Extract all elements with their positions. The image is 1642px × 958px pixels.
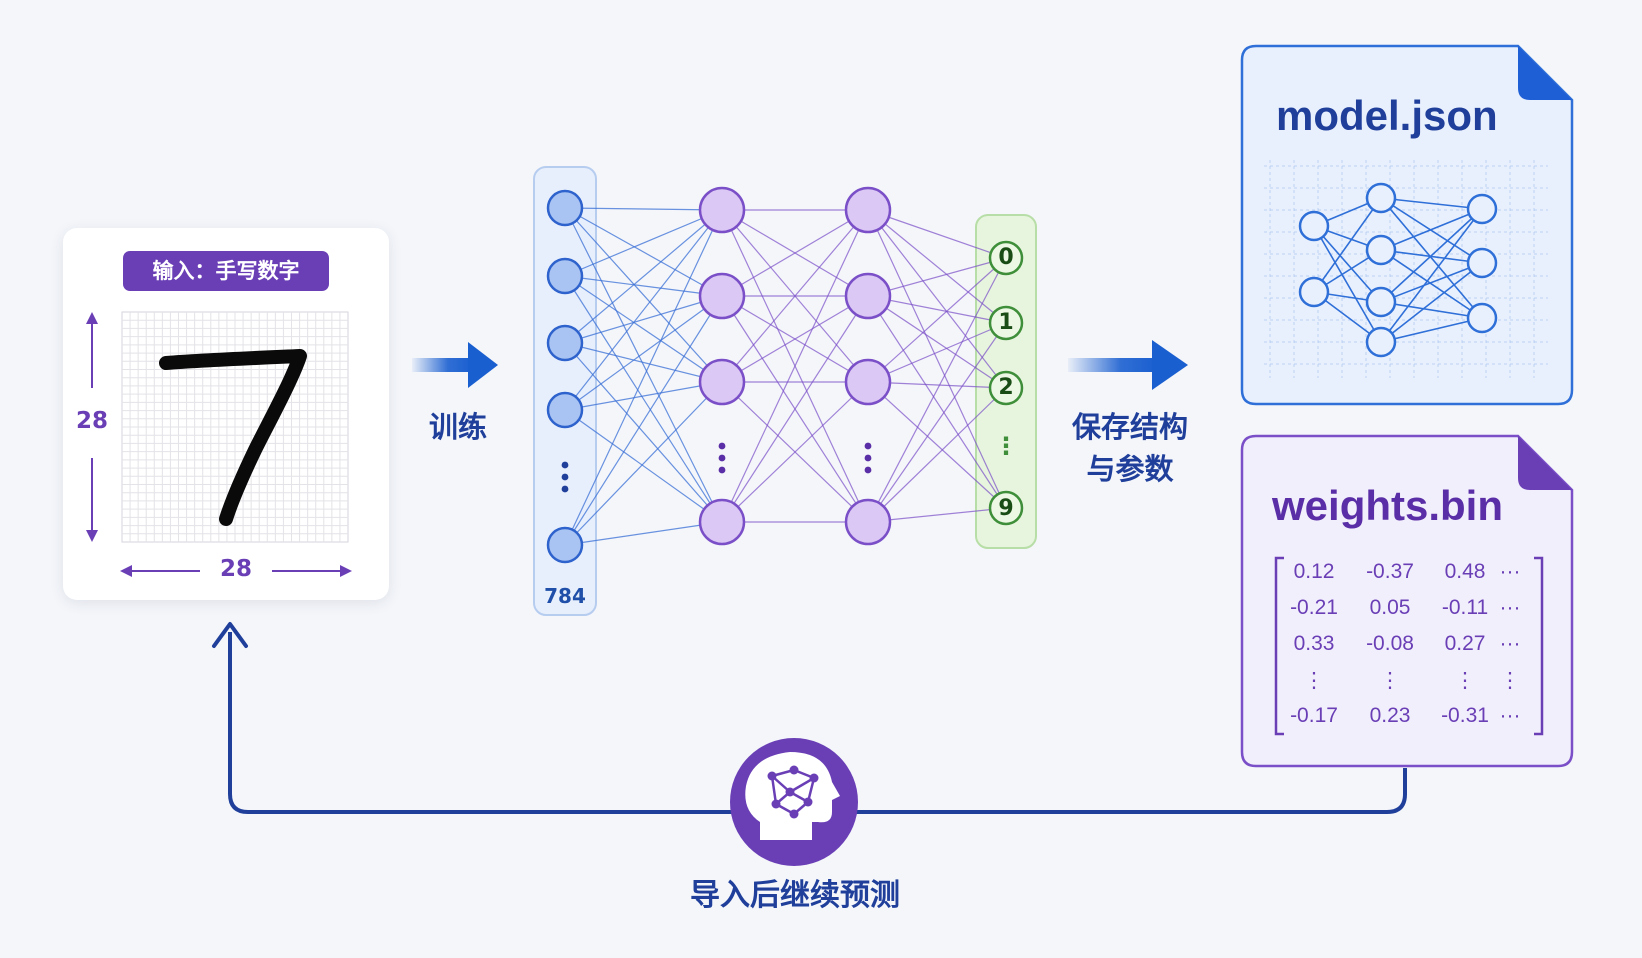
height-dimension: [86, 312, 98, 542]
matrix-cell: 0.33: [1293, 632, 1335, 655]
train-label: 训练: [428, 410, 487, 444]
train-arrow: [412, 342, 498, 388]
save-label-line1: 保存结构: [1071, 410, 1188, 444]
input-badge: 输入：手写数字: [123, 251, 329, 291]
network-connections: [564, 207, 1007, 546]
output-label-9: 9: [998, 496, 1014, 521]
output-label-1: 1: [998, 310, 1014, 335]
network-diagram-icon: [1298, 182, 1498, 358]
matrix-cell: ···: [1499, 632, 1521, 655]
matrix-cell: 0.27: [1444, 632, 1486, 655]
matrix-cell: ···: [1499, 596, 1521, 619]
weights-bin-label: weights.bin: [1272, 482, 1503, 529]
matrix-cell: ⋮: [1454, 669, 1476, 692]
matrix-cell: 0.05: [1369, 596, 1411, 619]
matrix-cell: 0.23: [1369, 704, 1411, 727]
input-size-label: 784: [544, 584, 586, 608]
matrix-cell: ···: [1499, 560, 1521, 583]
output-label-ellipsis: ⋮: [994, 432, 1018, 460]
weights-bin-file: [1240, 434, 1574, 768]
grid-height-label: 28: [75, 408, 108, 434]
save-arrow: [1068, 340, 1188, 390]
grid-width-label: 28: [219, 556, 252, 582]
output-label-2: 2: [998, 375, 1014, 400]
matrix-cell: -0.31: [1441, 704, 1489, 727]
matrix-cell: 0.48: [1444, 560, 1486, 583]
matrix-cell: -0.17: [1290, 704, 1338, 727]
matrix-cell: ⋮: [1303, 669, 1325, 692]
matrix-cell: ···: [1499, 704, 1521, 727]
width-dimension: [120, 565, 352, 577]
matrix-cell: -0.21: [1290, 596, 1338, 619]
matrix-cell: -0.37: [1366, 560, 1414, 583]
loop-label: 导入后继续预测: [690, 878, 900, 913]
matrix-cell: ⋮: [1499, 669, 1521, 692]
handwritten-seven: [159, 349, 307, 526]
brain-network-icon: [730, 738, 858, 866]
matrix-cell: -0.08: [1366, 632, 1414, 655]
matrix-cell: -0.11: [1441, 596, 1489, 619]
network-nodes: [546, 186, 1024, 564]
save-label-line2: 与参数: [1086, 452, 1174, 486]
model-json-file: [1240, 44, 1574, 406]
matrix-cell: 0.12: [1293, 560, 1335, 583]
output-label-0: 0: [998, 245, 1014, 270]
model-json-label: model.json: [1276, 92, 1498, 139]
matrix-cell: ⋮: [1379, 669, 1401, 692]
